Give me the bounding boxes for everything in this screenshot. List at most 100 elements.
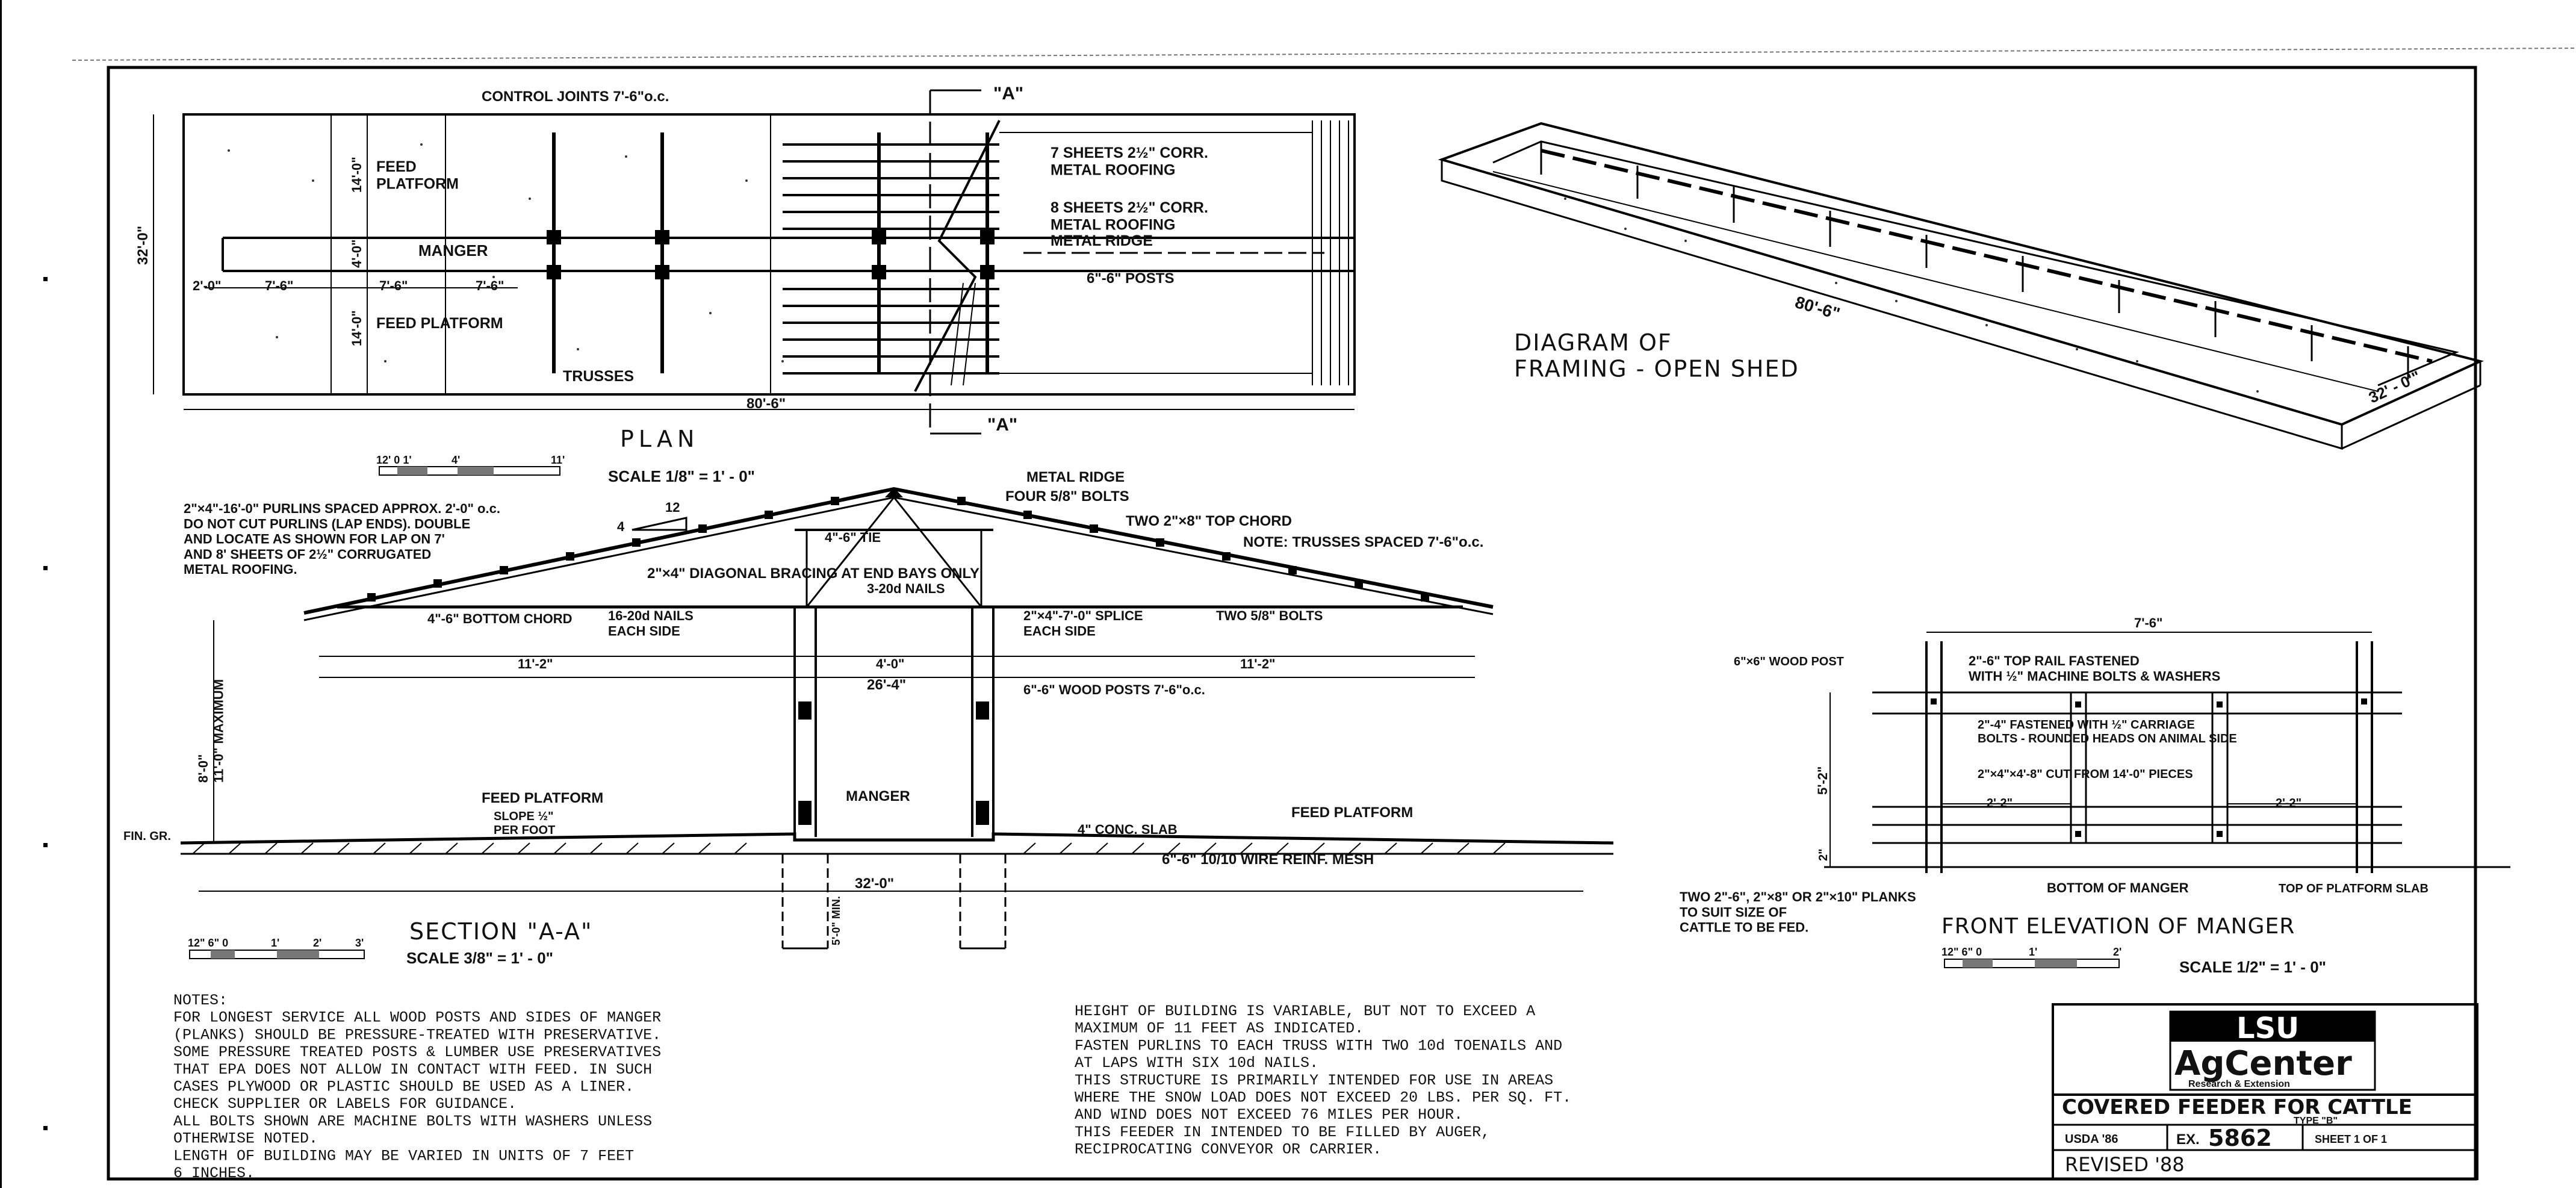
plan-roofing-7-label: 7 SHEETS 2½" CORR.METAL ROOFING — [1051, 145, 1208, 179]
section-note-trusses: NOTE: TRUSSES SPACED 7'-6"o.c. — [1243, 534, 1483, 550]
plan-dim-2: 2'-0" — [193, 278, 221, 293]
ex-prefix: EX. — [2176, 1131, 2200, 1148]
section-dim-26-4: 26'-4" — [867, 677, 906, 693]
elevation-scale-label: SCALE 1/2" = 1' - 0" — [2179, 958, 2326, 976]
plan-title: PLAN — [620, 426, 699, 452]
section-diagonal-bracing-label: 2"×4" DIAGONAL BRACING AT END BAYS ONLY — [647, 565, 979, 582]
section-dim-32: 32'-0" — [855, 875, 894, 892]
elevation-dim-2-2-b: 2'-2" — [2276, 797, 2301, 810]
section-fin-gr-label: FIN. GR. — [123, 830, 171, 843]
plan-dim-14a: 14'-0" — [349, 157, 364, 193]
section-feed-platform-left-label: FEED PLATFORM — [482, 790, 603, 806]
plan-dim-7-6-a: 7'-6" — [265, 278, 293, 293]
section-bottom-chord-label: 4"-6" BOTTOM CHORD — [427, 611, 572, 626]
plan-trusses-label: TRUSSES — [563, 368, 634, 385]
border-frame — [107, 66, 2477, 1181]
plan-dim-14b: 14'-0" — [349, 310, 364, 346]
usda-label: USDA '86 — [2065, 1133, 2118, 1146]
plan-dim-width: 32'-0" — [135, 226, 151, 265]
section-title: SECTION "A-A" — [409, 918, 593, 945]
elevation-dim-5-2: 5'-2" — [1815, 767, 1830, 795]
elevation-scale-tick-1: 1' — [2029, 946, 2037, 958]
section-aa-view: METAL RIDGE FOUR 5/8" BOLTS TWO 2"×8" TO… — [123, 469, 1614, 967]
notes-right: HEIGHT OF BUILDING IS VARIABLE, BUT NOT … — [1075, 1003, 1571, 1158]
elevation-wood-post-label: 6"×6" WOOD POST — [1734, 655, 1844, 668]
plan-section-mark-bottom: "A" — [987, 415, 1017, 435]
elevation-scale-bar: 12" 6" 0 1' 2' — [1941, 946, 2121, 968]
section-feed-platform-right-label: FEED PLATFORM — [1291, 804, 1413, 821]
notes-left: NOTES:FOR LONGEST SERVICE ALL WOOD POSTS… — [173, 992, 661, 1182]
section-metal-ridge-label: METAL RIDGE — [1026, 469, 1125, 485]
plan-roofing-8-label: 8 SHEETS 2½" CORR.METAL ROOFING — [1051, 199, 1208, 234]
ex-number: 5862 — [2208, 1125, 2272, 1151]
section-scale-tick-2: 2' — [313, 937, 321, 949]
section-scale-tick-0: 12" 6" 0 — [188, 937, 228, 949]
plan-scale-bar: 12' 0 1' 4' 11' — [376, 454, 565, 476]
front-elevation-view: 7'-6" 6"×6" WOOD POST 2"-6" TOP RAIL FAS… — [1680, 615, 2510, 976]
section-wire-mesh-label: 6"-6" 10/10 WIRE REINF. MESH — [1162, 851, 1374, 868]
section-scale-label: SCALE 3/8" = 1' - 0" — [406, 949, 553, 967]
section-height-label: 8'-0"11'-0" MAXIMUM — [196, 679, 226, 783]
elevation-scale-tick-0: 12" 6" 0 — [1941, 946, 1982, 958]
elevation-dim-2: 2" — [1817, 848, 1830, 861]
section-manger-label: MANGER — [846, 788, 910, 804]
section-dim-11-2-b: 11'-2" — [1240, 656, 1275, 671]
section-top-chord-label: TWO 2"×8" TOP CHORD — [1126, 513, 1292, 529]
section-scale-tick-1: 1' — [271, 937, 279, 949]
plan-dim-7-6-c: 7'-6" — [476, 278, 504, 293]
section-pitch-rise: 12 — [665, 500, 680, 515]
lsu-agcenter-logo: LSU AgCenter Research & Extension — [2169, 1010, 2376, 1091]
section-scale-tick-3: 3' — [355, 937, 364, 949]
elevation-scale-tick-2: 2' — [2113, 946, 2121, 958]
section-post-depth-label: 5'-0" MIN. — [830, 896, 842, 945]
section-scale-bar: 12" 6" 0 1' 2' 3' — [188, 937, 365, 959]
top-edge-line — [72, 48, 2576, 61]
section-purlins-note: 2"×4"-16'-0" PURLINS SPACED APPROX. 2'-0… — [184, 501, 500, 577]
plan-metal-ridge-label: METAL RIDGE — [1051, 232, 1153, 249]
plan-scale-tick-0: 12' 0 1' — [376, 454, 412, 466]
section-nails-3-label: 3-20d NAILS — [867, 581, 945, 596]
elevation-dim-top: 7'-6" — [2134, 615, 2162, 630]
plan-control-joints-label: CONTROL JOINTS 7'-6"o.c. — [482, 89, 669, 105]
plan-scale-tick-2: 11' — [551, 454, 565, 466]
plan-section-mark-top: "A" — [993, 84, 1023, 104]
plan-scale-tick-1: 4' — [452, 454, 460, 466]
section-dim-11-2-a: 11'-2" — [518, 656, 553, 671]
sheet-label: SHEET 1 OF 1 — [2315, 1133, 2387, 1145]
plan-dim-7-6-b: 7'-6" — [379, 278, 408, 293]
drawing-type: TYPE "B" — [2294, 1116, 2338, 1126]
section-pitch-run: 4 — [617, 519, 625, 534]
elevation-top-platform-label: TOP OF PLATFORM SLAB — [2279, 882, 2429, 895]
plan-posts-label: 6"-6" POSTS — [1087, 270, 1174, 287]
plan-dim-4: 4'-0" — [349, 240, 364, 268]
section-two-bolts-label: TWO 5/8" BOLTS — [1216, 608, 1323, 623]
drawing-name: COVERED FEEDER FOR CATTLE — [2062, 1095, 2412, 1119]
section-tie-label: 4"-6" TIE — [825, 530, 881, 545]
elevation-bottom-manger-label: BOTTOM OF MANGER — [2047, 880, 2189, 895]
plan-dim-length: 80'-6" — [746, 396, 786, 412]
section-conc-slab-label: 4" CONC. SLAB — [1078, 822, 1178, 837]
plan-feed-platform-bottom-label: FEED PLATFORM — [376, 315, 503, 332]
elevation-dim-2-2-a: 2'-2" — [1987, 797, 2013, 810]
elevation-title: FRONT ELEVATION OF MANGER — [1941, 914, 2295, 939]
section-slope-label: SLOPE ½"PER FOOT — [494, 810, 555, 837]
title-block: LSU AgCenter Research & Extension COVERE… — [2052, 1003, 2478, 1180]
section-four-bolts-label: FOUR 5/8" BOLTS — [1005, 488, 1129, 505]
plan-manger-label: MANGER — [418, 241, 488, 260]
logo-top-text: LSU — [2236, 1012, 2299, 1045]
logo-sub-text: Research & Extension — [2188, 1079, 2290, 1089]
section-dim-4: 4'-0" — [876, 656, 904, 671]
plan-scale-label: SCALE 1/8" = 1' - 0" — [608, 467, 755, 485]
elevation-cut-label: 2"×4"×4'-8" CUT FROM 14'-0" PIECES — [1978, 768, 2193, 781]
section-wood-posts-label: 6"-6" WOOD POSTS 7'-6"o.c. — [1023, 682, 1205, 697]
